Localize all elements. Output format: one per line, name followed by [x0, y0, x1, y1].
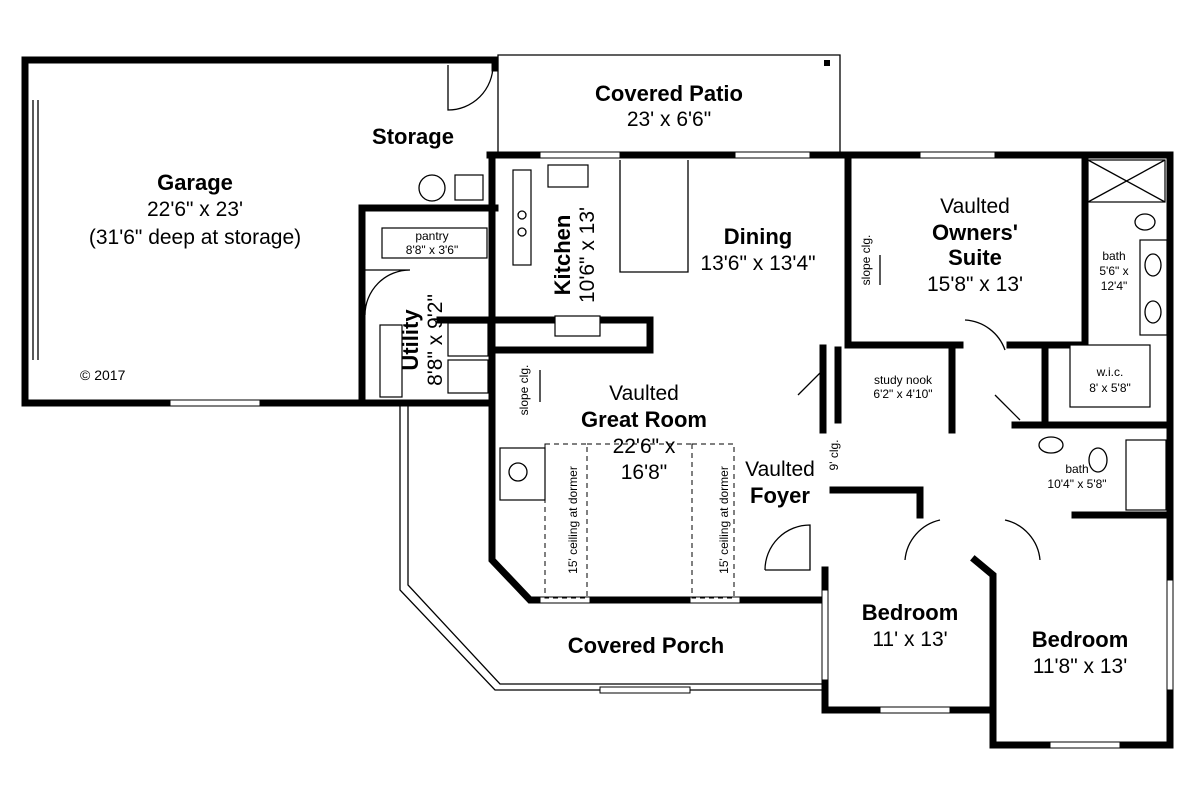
owners-suite-label: Vaulted Owners' Suite 15'8" x 13' [927, 195, 1023, 296]
doors [364, 64, 1041, 571]
master-bath-label: bath 5'6" x 12'4" [1099, 249, 1128, 293]
svg-text:6'2" x 4'10": 6'2" x 4'10" [873, 387, 932, 401]
svg-text:Utility: Utility [398, 309, 423, 371]
bath2-label: bath 10'4" x 5'8" [1047, 462, 1106, 491]
svg-text:Vaulted: Vaulted [940, 195, 1010, 218]
copyright-text: © 2017 [80, 367, 126, 383]
svg-text:Owners': Owners' [932, 220, 1018, 245]
dormer-left-note: 15' ceiling at dormer [566, 466, 580, 574]
svg-text:9' clg.: 9' clg. [827, 440, 841, 471]
svg-text:11' x 13': 11' x 13' [872, 628, 947, 651]
svg-text:Vaulted: Vaulted [609, 382, 679, 405]
svg-text:15' ceiling at dormer: 15' ceiling at dormer [566, 466, 580, 574]
bedroom1-label: Bedroom 11' x 13' [862, 600, 959, 651]
svg-text:8'8" x 3'6": 8'8" x 3'6" [406, 243, 458, 257]
garage-door [32, 100, 39, 360]
svg-text:15' ceiling at dormer: 15' ceiling at dormer [717, 466, 731, 574]
svg-text:slope clg.: slope clg. [859, 235, 873, 286]
pantry-label: pantry 8'8" x 3'6" [406, 229, 458, 257]
svg-text:8' x 5'8": 8' x 5'8" [1089, 381, 1131, 395]
svg-text:pantry: pantry [415, 229, 448, 243]
dormer-right-note: 15' ceiling at dormer [717, 466, 731, 574]
patio-outline [497, 54, 841, 155]
svg-text:10'6" x 13': 10'6" x 13' [576, 207, 599, 303]
svg-text:Foyer: Foyer [750, 483, 810, 508]
svg-text:22'6" x 23': 22'6" x 23' [147, 198, 243, 221]
svg-text:Covered Patio: Covered Patio [595, 81, 743, 106]
svg-text:study nook: study nook [874, 373, 933, 387]
svg-text:bath: bath [1065, 462, 1088, 476]
svg-text:Garage: Garage [157, 170, 233, 195]
study-nook-label: study nook 6'2" x 4'10" [873, 373, 933, 401]
slope-great-note: slope clg. [517, 365, 531, 416]
dining-label: Dining 13'6" x 13'4" [700, 224, 815, 275]
svg-text:Suite: Suite [948, 245, 1002, 270]
fixtures [379, 159, 1168, 511]
svg-text:slope clg.: slope clg. [517, 365, 531, 416]
bedroom2-label: Bedroom 11'8" x 13' [1032, 627, 1129, 678]
svg-text:Dining: Dining [724, 224, 792, 249]
slope-owners-note: slope clg. [859, 235, 873, 286]
svg-text:10'4" x 5'8": 10'4" x 5'8" [1047, 477, 1106, 491]
svg-text:13'6" x 13'4": 13'6" x 13'4" [700, 252, 815, 275]
windows [169, 151, 1174, 749]
svg-text:Bedroom: Bedroom [1032, 627, 1129, 652]
svg-text:Great Room: Great Room [581, 407, 707, 432]
svg-text:15'8" x 13': 15'8" x 13' [927, 273, 1023, 296]
svg-text:11'8" x 13': 11'8" x 13' [1033, 655, 1127, 678]
svg-text:8'8" x 9'2": 8'8" x 9'2" [424, 294, 447, 386]
svg-text:w.i.c.: w.i.c. [1096, 365, 1124, 379]
svg-text:23' x 6'6": 23' x 6'6" [627, 108, 711, 131]
svg-text:Bedroom: Bedroom [862, 600, 959, 625]
svg-text:22'6" x: 22'6" x [613, 435, 676, 458]
wic-label: w.i.c. 8' x 5'8" [1089, 365, 1131, 395]
svg-text:bath: bath [1102, 249, 1125, 263]
nine-clg-note: 9' clg. [827, 440, 841, 471]
garage-label: Garage 22'6" x 23' (31'6" deep at storag… [89, 170, 301, 249]
kitchen-label: Kitchen 10'6" x 13' [550, 207, 599, 303]
great-room-label: Vaulted Great Room 22'6" x 16'8" [581, 382, 707, 484]
foyer-label: Vaulted Foyer [745, 458, 815, 508]
storage-label: Storage [372, 124, 454, 149]
svg-text:12'4": 12'4" [1101, 279, 1128, 293]
covered-porch-label: Covered Porch [568, 633, 725, 658]
svg-text:Kitchen: Kitchen [550, 215, 575, 296]
covered-patio-label: Covered Patio 23' x 6'6" [595, 81, 743, 131]
svg-text:5'6" x: 5'6" x [1099, 264, 1128, 278]
svg-text:16'8": 16'8" [621, 461, 668, 484]
dormer-outlines [544, 443, 735, 599]
svg-text:Vaulted: Vaulted [745, 458, 815, 481]
utility-label: Utility 8'8" x 9'2" [398, 294, 447, 386]
svg-text:(31'6" deep at storage): (31'6" deep at storage) [89, 226, 301, 249]
